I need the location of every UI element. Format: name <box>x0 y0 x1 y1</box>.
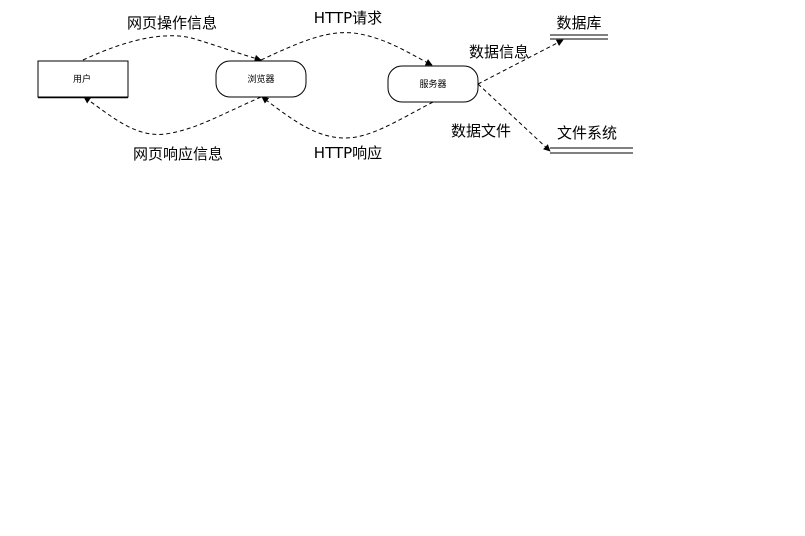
edge-server-to-filesystem <box>477 83 551 152</box>
edge-server-to-database <box>477 39 564 85</box>
edge-browser-to-server <box>260 32 433 66</box>
edge-browser-to-user <box>83 96 262 135</box>
node-user: 用户 <box>37 60 129 99</box>
edge-label-browser-to-user: 网页响应信息 <box>133 145 223 163</box>
node-user-label: 用户 <box>73 73 91 85</box>
node-filesystem: 文件系统 <box>550 124 633 154</box>
node-browser: 浏览器 <box>215 60 307 98</box>
edge-label-server-to-browser: HTTP响应 <box>314 144 382 162</box>
node-server-label: 服务器 <box>419 78 446 90</box>
edge-label-browser-to-server: HTTP请求 <box>314 9 382 27</box>
edge-server-to-browser <box>261 96 434 139</box>
node-database: 数据库 <box>550 14 608 40</box>
edge-label-user-to-browser: 网页操作信息 <box>127 14 217 32</box>
edge-label-server-to-filesystem: 数据文件 <box>451 122 511 140</box>
edge-user-to-browser <box>82 35 262 62</box>
edge-label-server-to-database: 数据信息 <box>469 43 529 61</box>
node-database-label: 数据库 <box>556 14 601 32</box>
node-filesystem-label: 文件系统 <box>557 124 617 142</box>
node-server: 服务器 <box>387 65 479 103</box>
node-browser-label: 浏览器 <box>247 73 274 85</box>
